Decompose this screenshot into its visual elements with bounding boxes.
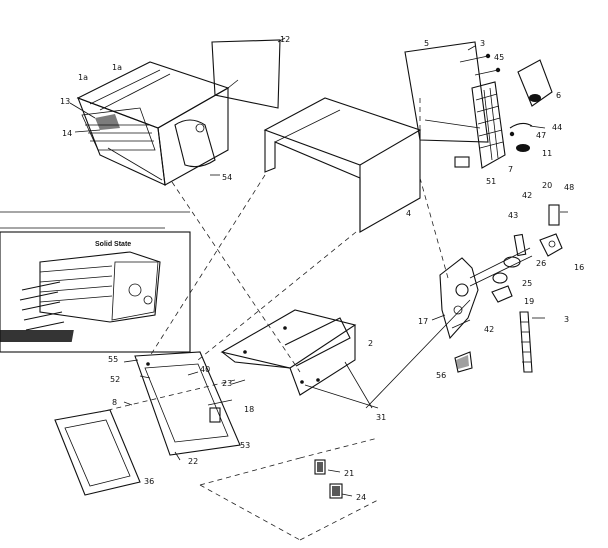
callout-8: 8 (112, 398, 117, 407)
callout-56: 56 (436, 371, 446, 380)
callout-26: 26 (536, 259, 546, 268)
cabinet-assembly (76, 61, 239, 186)
callout-51: 51 (486, 177, 496, 186)
callout-45: 45 (494, 53, 504, 62)
callout-43: 43 (508, 211, 518, 220)
callout-3-top: 3 (480, 39, 485, 48)
callout-labels: 12 1a 1a 13 14 54 5 3 45 6 47 44 11 7 51… (60, 35, 584, 502)
callout-17: 17 (418, 317, 428, 326)
callout-21: 21 (344, 469, 354, 478)
inset-caption: Solid State (95, 241, 131, 248)
callout-20: 20 (542, 181, 552, 190)
leader-lines (69, 102, 471, 497)
callout-44: 44 (552, 123, 562, 132)
callout-6: 6 (556, 91, 561, 100)
callout-36: 36 (144, 477, 154, 486)
grille-panel (454, 81, 506, 169)
front-grille (54, 409, 141, 496)
callout-1a: 1a (112, 63, 122, 72)
part-6 (517, 59, 553, 107)
callout-16: 16 (574, 263, 584, 272)
callout-42: 42 (484, 325, 494, 334)
chassis (220, 309, 357, 396)
callout-47: 47 (536, 131, 546, 140)
inset-unit-illustration: Solid State (0, 231, 191, 353)
part-24 (329, 483, 343, 499)
callout-48: 48 (564, 183, 574, 192)
control-panel (439, 247, 533, 340)
callout-22: 22 (188, 457, 198, 466)
callout-40: 40 (200, 365, 210, 374)
callout-18: 18 (244, 405, 254, 414)
callout-7: 7 (508, 165, 513, 174)
callout-55: 55 (108, 355, 118, 364)
callout-19: 19 (524, 297, 534, 306)
spring-part (519, 311, 545, 373)
callout-1a-b: 1a (78, 73, 88, 82)
callout-53: 53 (240, 441, 250, 450)
callout-12: 12 (280, 35, 290, 44)
callout-2: 2 (368, 339, 373, 348)
front-frame (134, 351, 241, 456)
callout-23: 23 (222, 379, 232, 388)
callout-52: 52 (110, 375, 120, 384)
callout-4: 4 (406, 209, 411, 218)
callout-5: 5 (424, 39, 429, 48)
hardware-top (459, 53, 546, 152)
callout-13: 13 (60, 97, 70, 106)
part-21 (314, 459, 326, 475)
assembly-lines (99, 95, 449, 541)
callout-11: 11 (542, 149, 552, 158)
callout-14: 14 (62, 129, 72, 138)
callout-31: 31 (376, 413, 386, 422)
back-panel (404, 41, 489, 143)
callout-42-top: 42 (522, 191, 532, 200)
callout-3: 3 (564, 315, 569, 324)
bracket-56 (454, 351, 473, 373)
controls-assembly (491, 204, 568, 303)
callout-24: 24 (356, 493, 366, 502)
callout-54: 54 (222, 173, 232, 182)
callout-25: 25 (522, 279, 532, 288)
panel-12 (211, 37, 286, 109)
top-cover (263, 97, 422, 233)
